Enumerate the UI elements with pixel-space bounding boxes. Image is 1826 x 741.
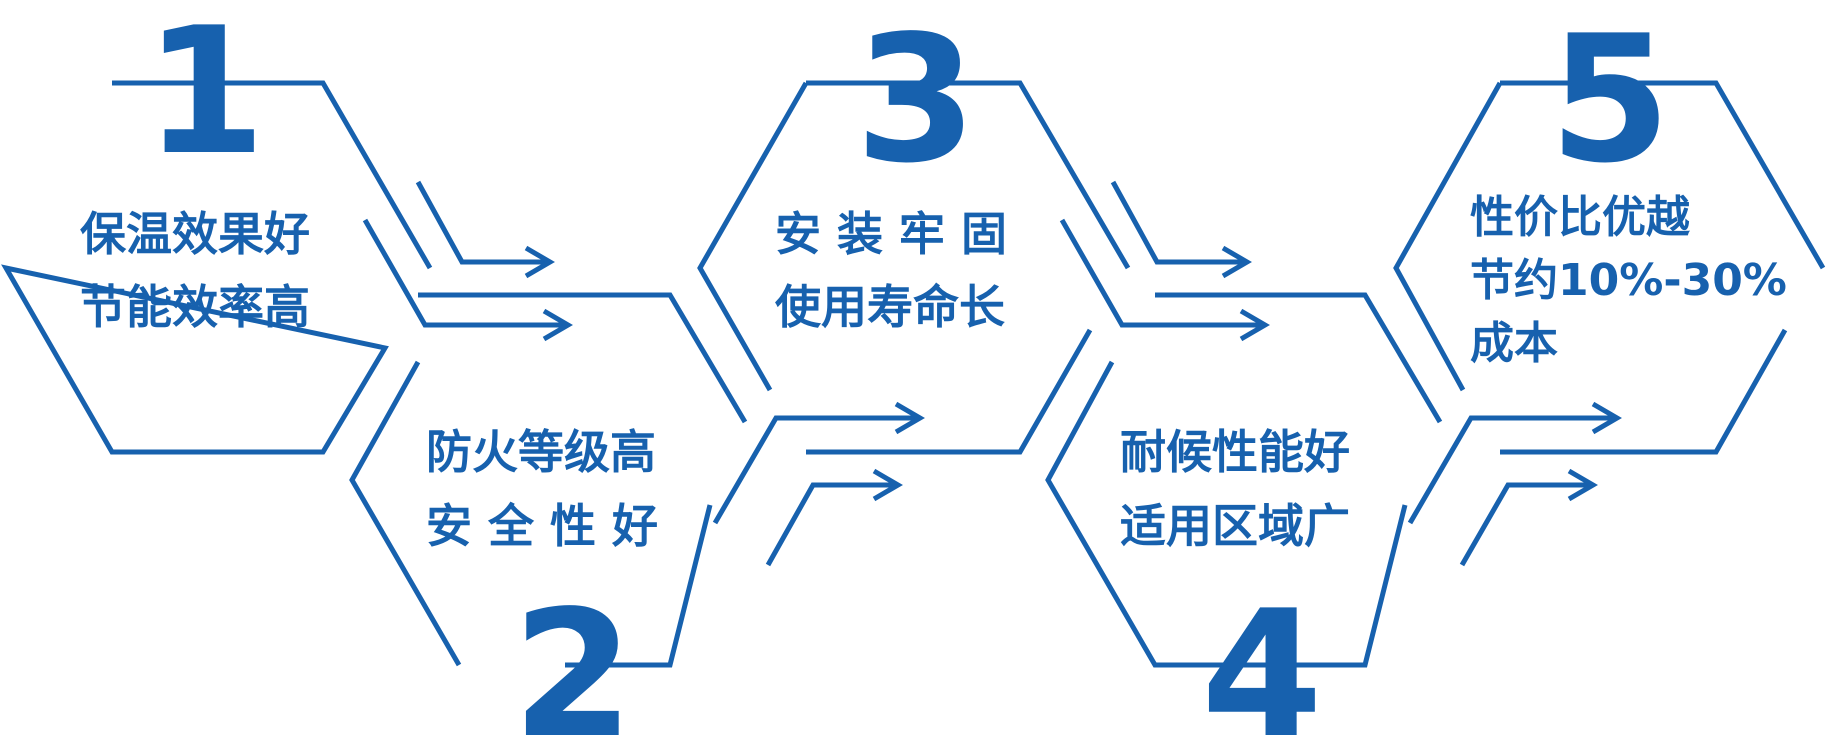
arrow-right-icon [1459,482,1593,567]
step-2-label-line-1: 防火等级高 [426,425,656,479]
arrow-right-icon [765,482,898,567]
arrow-head-icon [872,468,903,502]
step-2: 2 防火等级高 安 全 性 好 [349,292,748,741]
step-3-label-line-2: 使用寿命长 [775,280,1005,334]
step-1: 1 保温效果好 节能效率高 [1,0,433,455]
arrow-right-icon [1059,218,1265,328]
step-2-number: 2 [512,574,634,741]
arrow-right-icon [1407,415,1617,525]
step-3-number: 3 [855,0,977,202]
step-5-number: 5 [1549,0,1671,202]
step-1-number: 1 [144,0,266,194]
step-5-label-line-2: 节约10%-30% [1470,255,1787,306]
arrow-head-icon [524,245,555,279]
hexagon-1 [1,80,433,455]
arrow-head-icon [1239,308,1270,342]
hexagon-3 [697,80,1131,455]
step-2-label-line-2: 安 全 性 好 [426,499,658,553]
connector-2-3 [712,401,925,567]
arrow-head-icon [1591,401,1622,435]
hexagon-5 [1393,80,1826,455]
step-5: 5 性价比优越 节约10%-30% 成本 [1393,0,1826,455]
step-3: 3 安 装 牢 固 使用寿命长 [697,0,1131,455]
arrow-head-icon [894,401,925,435]
step-5-label-line-1: 性价比优越 [1470,192,1691,243]
arrow-head-icon [542,308,573,342]
step-4-label-line-2: 适用区域广 [1120,499,1350,553]
connector-4-5 [1407,401,1622,567]
step-4-label-line-1: 耐候性能好 [1120,425,1350,479]
arrow-right-icon [362,218,568,328]
step-4-number: 4 [1201,574,1323,741]
step-4: 4 耐候性能好 适用区域广 [1045,292,1443,741]
step-3-label-line-1: 安 装 牢 固 [775,207,1007,261]
arrow-right-icon [415,180,550,265]
arrow-head-icon [1567,468,1598,502]
hexagon-2 [349,292,748,668]
connector-1-2 [362,180,573,342]
connector-3-4 [1059,180,1270,342]
hexagon-4 [1045,292,1443,668]
step-1-label-line-2: 节能效率高 [80,280,310,334]
arrow-head-icon [1221,245,1252,279]
step-5-label-line-3: 成本 [1470,318,1558,369]
arrow-right-icon [712,415,920,525]
arrow-right-icon [1110,180,1247,265]
step-1-label-line-1: 保温效果好 [80,207,310,261]
